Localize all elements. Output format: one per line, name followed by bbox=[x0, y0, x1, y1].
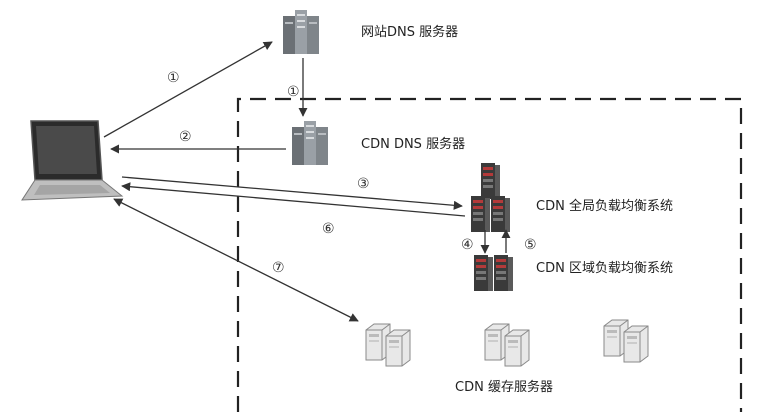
step-6-number: ⑥ bbox=[322, 221, 335, 237]
arrow-step-1 bbox=[103, 41, 273, 138]
arrow-step-3 bbox=[121, 176, 463, 210]
cdn-dns-label: CDN DNS 服务器 bbox=[361, 136, 465, 152]
global-lb-label: CDN 全局负载均衡系统 bbox=[536, 198, 673, 214]
site-dns-label: 网站DNS 服务器 bbox=[361, 24, 458, 40]
step-2-number: ② bbox=[179, 129, 192, 145]
cache-server-icon bbox=[603, 319, 649, 363]
step-7-number: ⑦ bbox=[272, 260, 285, 276]
global-lb-server-icon bbox=[471, 163, 510, 232]
cdn-dns-server-icon bbox=[292, 121, 328, 165]
step-3-number: ③ bbox=[357, 176, 370, 192]
regional-lb-label: CDN 区域负载均衡系统 bbox=[536, 261, 673, 276]
cache-server-icon bbox=[484, 323, 530, 367]
site-dns-server-icon bbox=[283, 10, 319, 54]
step-1-number: ① bbox=[167, 70, 180, 86]
step-5-number: ⑤ bbox=[524, 237, 537, 253]
cache-servers-label: CDN 缓存服务器 bbox=[455, 379, 553, 395]
arrow-step-7 bbox=[113, 198, 359, 322]
step-4-number: ④ bbox=[461, 237, 474, 253]
arrow-step-6 bbox=[121, 182, 466, 217]
cache-server-icon bbox=[365, 323, 411, 367]
regional-lb-server-icon bbox=[474, 255, 513, 291]
step-1b-number: ① bbox=[287, 84, 300, 100]
laptop-icon bbox=[21, 120, 124, 201]
